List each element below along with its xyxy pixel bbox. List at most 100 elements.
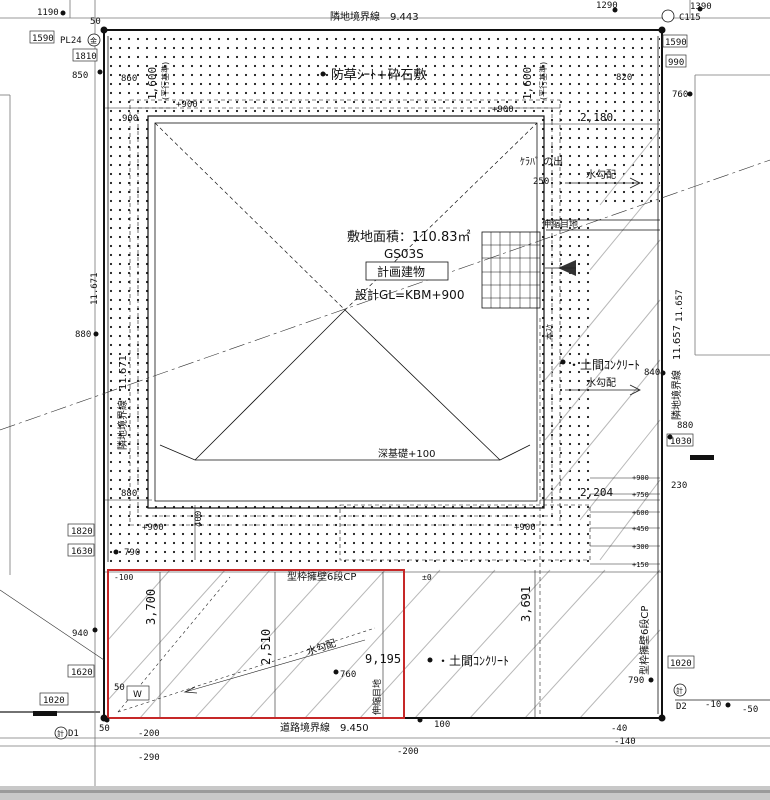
dim-900: 900 bbox=[122, 114, 138, 124]
pl24-label: PL24 bbox=[60, 36, 82, 46]
boxed-tags bbox=[29, 30, 695, 706]
site-area-label: 敷地面積：110.83㎡ bbox=[347, 230, 471, 245]
building-label-box bbox=[365, 261, 449, 281]
highlight-box bbox=[107, 569, 405, 719]
circle-markers bbox=[54, 9, 687, 740]
dim-50-bottom: 50 bbox=[99, 724, 110, 734]
boundary-east-label: 隣地境界線 11.657 bbox=[670, 325, 683, 420]
dim-2204: 2,204 bbox=[580, 486, 613, 499]
dim-2510: 2,510 bbox=[259, 629, 273, 665]
gauge-label: 本ｽｹ bbox=[544, 324, 554, 340]
boundary-west-label: 隣地境界線 11.671 bbox=[116, 355, 129, 450]
bottom-bar-line bbox=[0, 790, 770, 793]
dim-11671-left: 11.671 bbox=[90, 272, 100, 305]
retaining-wall-east-label: 型枠擁壁6段CP bbox=[638, 606, 651, 675]
level-mark bbox=[545, 260, 576, 276]
boundary-south-label: 道路境界線 9.450 bbox=[280, 721, 369, 734]
dim-1020-right: 1020 bbox=[670, 659, 692, 669]
level-pm0: ±0 bbox=[422, 573, 432, 582]
level-450: +450 bbox=[632, 525, 649, 533]
concrete-hatching bbox=[107, 129, 661, 718]
dim-1820: 1820 bbox=[71, 527, 93, 537]
concrete-label-south: ・土間ｺﾝｸﾘｰﾄ bbox=[437, 654, 509, 668]
bottom-bar bbox=[0, 786, 770, 800]
building-code-label: GS03S bbox=[384, 247, 424, 261]
level-minus-140: -140 bbox=[614, 737, 636, 747]
gravel-area bbox=[108, 32, 660, 562]
deep-foundation-label: 深基礎+100 bbox=[378, 447, 435, 460]
dim-11657: 11.657 bbox=[675, 289, 685, 322]
dim-840: 840 bbox=[644, 368, 660, 378]
building-outline bbox=[129, 99, 660, 561]
plus900-a: +900 bbox=[176, 100, 198, 110]
dim-1590-right: 1590 bbox=[665, 38, 687, 48]
black-marks bbox=[33, 455, 714, 716]
dim-9195: 9,195 bbox=[365, 652, 401, 666]
design-gl-label: 設計GL=KBM+900 bbox=[355, 287, 464, 302]
dim-3691: 3,691 bbox=[519, 586, 533, 622]
dim-790-left: 790 bbox=[124, 548, 140, 558]
dim-1590-left: 1590 bbox=[32, 34, 54, 44]
dim-790-right: 790 bbox=[628, 676, 644, 686]
dim-2180: 2,180 bbox=[580, 111, 613, 124]
dim-880-left: 880 bbox=[75, 330, 91, 340]
plus900-c: +900 bbox=[142, 523, 164, 533]
eave-label: ｹﾗﾊﾞ の出 bbox=[520, 155, 563, 168]
retaining-wall-south-label: 型枠擁壁6段CP bbox=[287, 570, 356, 583]
dim-100: 100 bbox=[434, 720, 450, 730]
dimension-lines bbox=[0, 107, 770, 718]
boundary-north-label: 隣地境界線 9.443 bbox=[330, 10, 419, 23]
dim-850: 850 bbox=[72, 71, 88, 81]
dim-400: 400 bbox=[194, 511, 204, 527]
dim-940: 940 bbox=[72, 629, 88, 639]
dim-1630: 1630 bbox=[71, 547, 93, 557]
level-minus-10: -10 bbox=[705, 700, 721, 710]
heiko-left: (平行基準) bbox=[160, 62, 170, 100]
concrete-label-east: ・土間ｺﾝｸﾘｰﾄ bbox=[568, 358, 640, 372]
slope-arrows bbox=[183, 177, 641, 694]
dim-860: 860 bbox=[121, 74, 137, 84]
survey-points bbox=[60, 6, 731, 723]
drain-slope-label-1: 水勾配 bbox=[586, 168, 616, 181]
dim-880-bottom: 880 bbox=[121, 489, 137, 499]
kei-right: 計 bbox=[676, 686, 683, 695]
d1-label: D1 bbox=[68, 729, 79, 739]
dim-1020-left: 1020 bbox=[43, 696, 65, 706]
level-minus-40: -40 bbox=[611, 724, 627, 734]
level-900: +900 bbox=[632, 474, 649, 482]
kin-label: 金 bbox=[90, 36, 97, 45]
level-minus-200-a: -200 bbox=[138, 729, 160, 739]
dim-1810: 1810 bbox=[75, 52, 97, 62]
heiko-right: (平行基準) bbox=[538, 62, 548, 100]
dim-1600-right: 1,600 bbox=[521, 67, 534, 100]
dim-50-top: 50 bbox=[90, 17, 101, 27]
level-minus-100: -100 bbox=[114, 573, 133, 582]
dim-3700: 3,700 bbox=[144, 589, 158, 625]
dim-1290: 1290 bbox=[596, 1, 618, 11]
level-300: +300 bbox=[632, 543, 649, 551]
dim-250: 250 bbox=[533, 177, 549, 187]
steps bbox=[590, 477, 660, 565]
kei-left: 計 bbox=[57, 729, 64, 738]
level-750: +750 bbox=[632, 491, 649, 499]
plus900-d: +900 bbox=[514, 523, 536, 533]
plus900-b: +900 bbox=[492, 105, 514, 115]
dim-1620: 1620 bbox=[71, 668, 93, 678]
dim-880-right: 880 bbox=[677, 421, 693, 431]
dim-1390: 1390 bbox=[690, 2, 712, 12]
d2-label: D2 bbox=[676, 702, 687, 712]
joint-south-label: 伸縮目地 bbox=[371, 679, 383, 715]
level-minus-50: -50 bbox=[742, 705, 758, 715]
dim-50-w: 50 bbox=[114, 683, 125, 693]
drain-slope-label-2: 水勾配 bbox=[586, 376, 616, 389]
dim-760-right: 760 bbox=[672, 90, 688, 100]
w-mark: W bbox=[133, 690, 142, 700]
dim-230: 230 bbox=[671, 481, 687, 491]
building-label: 計画建物 bbox=[377, 264, 425, 279]
c115-label: C115 bbox=[679, 13, 701, 23]
dim-820: 820 bbox=[616, 73, 632, 83]
dim-1600-left: 1,600 bbox=[146, 67, 159, 100]
level-600: +600 bbox=[632, 509, 649, 517]
